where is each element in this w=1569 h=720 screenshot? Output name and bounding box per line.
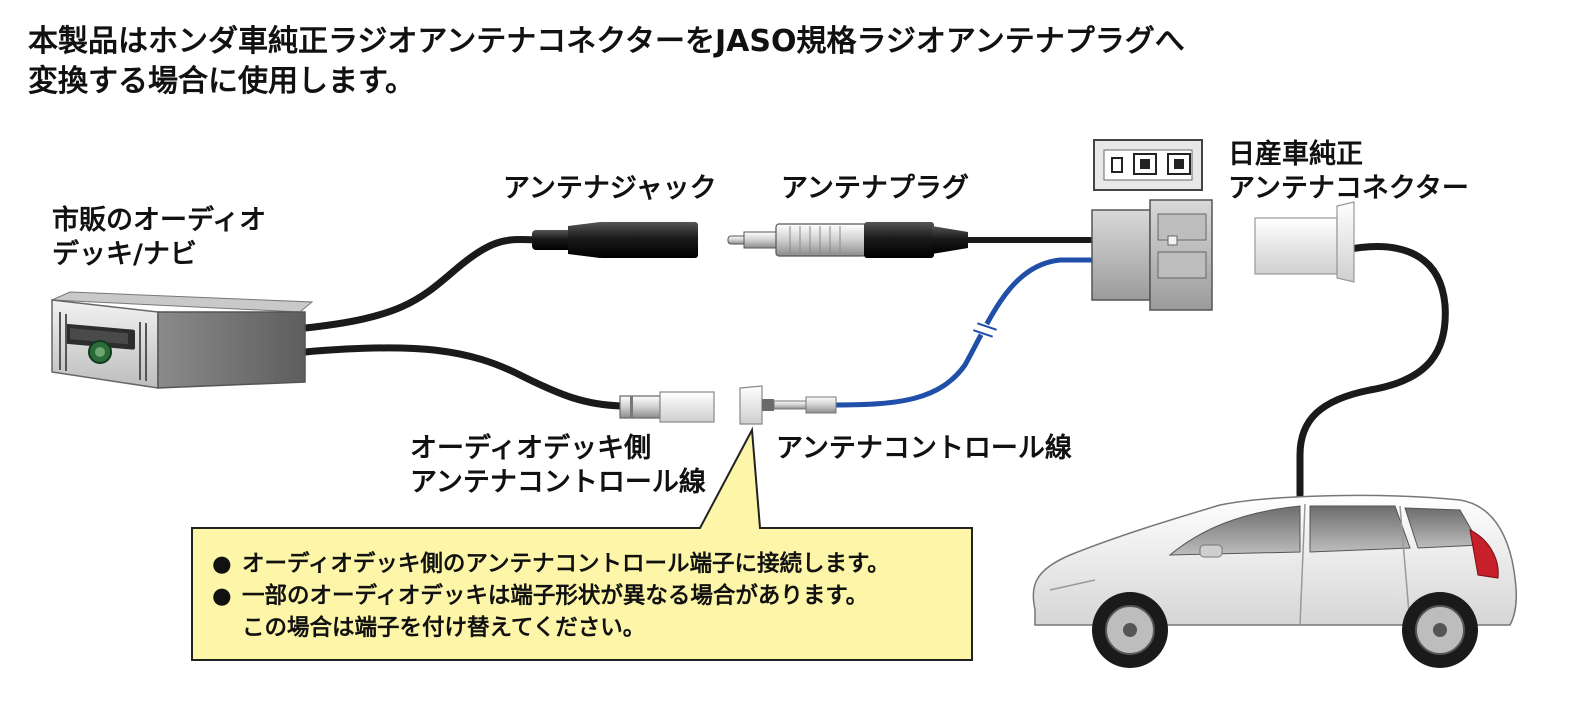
deck-control-wire-label-line-1: オーディオデッキ側: [410, 433, 652, 464]
control-wire-connector-icon: [739, 385, 837, 425]
audio-deck-label: 市販のオーディオ デッキ/ナビ: [52, 204, 266, 272]
page-heading: 本製品はホンダ車純正ラジオアンテナコネクターをJASO規格ラジオアンテナプラグへ…: [28, 22, 1388, 102]
deck-control-wire-label-line-2: アンテナコントロール線: [410, 467, 706, 498]
nissan-connector-label-line-1: 日産車純正: [1228, 139, 1363, 170]
note-item-2-continued: この場合は端子を付け替えてください。: [242, 615, 646, 641]
antenna-control-wire-label: アンテナコントロール線: [776, 433, 1072, 464]
connector-to-car-cable: [1296, 243, 1449, 499]
note-item-2: ● 一部のオーディオデッキは端子形状が異なる場合があります。: [212, 580, 972, 612]
honda-adapter-connector-icon: [1091, 199, 1213, 311]
car-icon: [1032, 494, 1518, 668]
audio-deck-label-line-1: 市販のオーディオ: [52, 205, 267, 236]
antenna-jack-icon: [532, 222, 698, 258]
antenna-jack-label: アンテナジャック: [503, 173, 717, 204]
deck-antenna-cable: [301, 235, 539, 332]
note-item-2-text: 一部のオーディオデッキは端子形状が異なる場合があります。: [242, 583, 869, 609]
heading-line-2: 変換する場合に使用します。: [28, 64, 415, 99]
connector-face-icon: [1093, 139, 1203, 191]
audio-deck-label-line-2: デッキ/ナビ: [52, 239, 197, 270]
note-item-1-text: オーディオデッキ側のアンテナコントロール端子に接続します。: [242, 551, 890, 577]
antenna-plug-label: アンテナプラグ: [781, 173, 969, 204]
nissan-antenna-connector-icon: [1254, 201, 1355, 283]
audio-deck-icon: [51, 291, 314, 389]
wires: [301, 235, 1449, 499]
nissan-connector-label-line-2: アンテナコネクター: [1228, 173, 1469, 204]
deck-control-connector-icon: [619, 391, 715, 423]
deck-control-cable: [301, 344, 626, 410]
bullet-icon: ●: [212, 583, 232, 609]
heading-line-1: 本製品はホンダ車純正ラジオアンテナコネクターをJASO規格ラジオアンテナプラグへ: [28, 24, 1185, 59]
note-item-1: ● オーディオデッキ側のアンテナコントロール端子に接続します。: [212, 548, 972, 580]
nissan-connector-label: 日産車純正 アンテナコネクター: [1228, 138, 1469, 206]
callout-note: ● オーディオデッキ側のアンテナコントロール端子に接続します。 ● 一部のオーデ…: [212, 548, 972, 644]
bullet-icon: ●: [212, 551, 232, 577]
cable-break-mark: [973, 320, 997, 340]
antenna-plug-icon: [727, 222, 968, 258]
callout-box: [191, 426, 973, 661]
deck-control-wire-label: オーディオデッキ側 アンテナコントロール線: [410, 432, 706, 500]
blue-control-wire: [834, 257, 1092, 408]
